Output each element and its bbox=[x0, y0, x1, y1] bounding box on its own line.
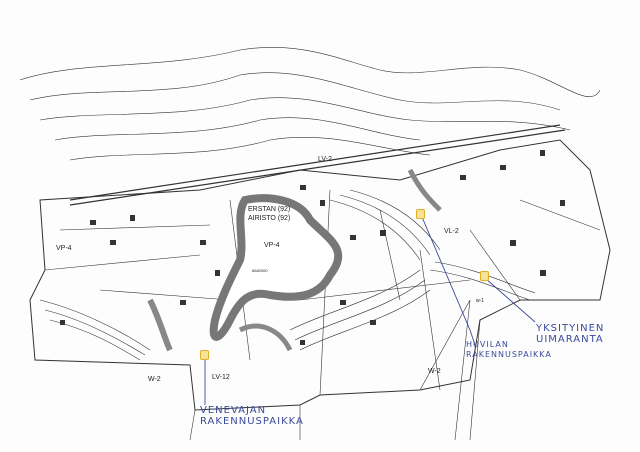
road bbox=[69, 124, 561, 201]
zone-label: VP-4 bbox=[56, 245, 72, 252]
wetland bbox=[147, 298, 173, 352]
annotation-text: RAKENNUSPAIKKA bbox=[200, 416, 304, 427]
zone-label: VL-2 bbox=[444, 228, 459, 235]
contour-line bbox=[429, 261, 536, 301]
beach-marker bbox=[480, 271, 489, 281]
zone-label: LV-12 bbox=[212, 374, 230, 381]
buildings bbox=[60, 150, 565, 345]
annotation-text: UIMARANTA bbox=[536, 334, 604, 345]
contour-line bbox=[39, 97, 571, 131]
boathouse-annotation: VENEVAJAN RAKENNUSPAIKKA bbox=[200, 405, 304, 427]
zone-label: w-1 bbox=[476, 298, 485, 304]
water-area-line bbox=[189, 299, 481, 441]
villa-annotation: HUVILAN RAKENNUSPAIKKA bbox=[466, 340, 552, 360]
annotation-pointer bbox=[484, 277, 536, 323]
contour-line bbox=[39, 299, 151, 361]
contour-line bbox=[289, 269, 431, 351]
annotation-text: YKSITYINEN bbox=[536, 323, 605, 334]
wetland bbox=[407, 168, 442, 212]
zone-label: LV-2 bbox=[318, 156, 332, 163]
beach-annotation: YKSITYINEN UIMARANTA bbox=[536, 323, 604, 345]
water-name-label: AIRISTO (92) bbox=[248, 215, 291, 222]
zone-label: W-2 bbox=[148, 376, 161, 383]
parcel-line bbox=[44, 189, 601, 396]
villa-marker bbox=[416, 209, 425, 219]
zone-label: W-2 bbox=[428, 368, 441, 375]
boathouse-marker bbox=[200, 350, 209, 360]
wetland bbox=[238, 323, 293, 352]
contour-line bbox=[19, 47, 601, 97]
contour-line bbox=[69, 137, 431, 161]
annotation-text: HUVILAN bbox=[466, 340, 509, 349]
annotation-text: RAKENNUSPAIKKA bbox=[466, 350, 552, 359]
contour-line bbox=[54, 117, 421, 141]
lake-shore bbox=[209, 194, 343, 341]
contour-line bbox=[29, 72, 561, 111]
contour-line bbox=[329, 189, 441, 261]
annotation-text: VENEVAJAN bbox=[200, 405, 267, 416]
zone-label: VP-4 bbox=[264, 242, 280, 249]
coordinate-label: 6682000 bbox=[252, 268, 268, 273]
annotation-pointer bbox=[421, 216, 476, 346]
water-name-label: ERSTAN (92) bbox=[248, 206, 291, 213]
